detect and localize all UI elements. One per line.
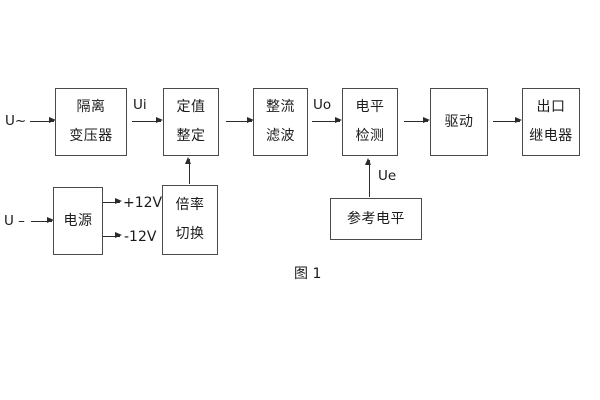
arrow-right-dc-input [31, 217, 54, 224]
input-label-ac: U~ [5, 113, 27, 129]
block-label: 倍率 [175, 197, 205, 213]
arrow-right-minus12v [103, 232, 122, 239]
block-isolation-transformer: 隔离 变压器 [55, 88, 127, 156]
signal-label-ue: Ue [378, 168, 397, 184]
arrow-right-plus12v [103, 198, 122, 205]
arrow-right-uo [312, 117, 342, 124]
input-label-dc: U – [4, 213, 25, 229]
block-drive: 驱动 [430, 88, 488, 156]
block-label: 检测 [355, 128, 385, 144]
block-label: 电平 [355, 99, 385, 115]
block-power-supply: 电源 [53, 187, 103, 255]
block-output-relay: 出口 继电器 [522, 88, 580, 156]
block-label: 变压器 [69, 128, 113, 144]
arrow-right-drive-to-relay [493, 117, 522, 124]
signal-label-plus12v: +12V [123, 195, 163, 211]
signal-label-uo: Uo [313, 97, 332, 113]
arrow-right-setting-to-rectifier [226, 117, 254, 124]
arrow-right-level-to-drive [404, 117, 430, 124]
block-setting-adjust: 定值 整定 [163, 88, 219, 156]
block-label: 继电器 [529, 128, 573, 144]
block-label: 整定 [176, 128, 206, 144]
block-label: 电源 [63, 212, 93, 229]
figure-caption: 图 1 [294, 266, 322, 282]
block-ratio-switch: 倍率 切换 [162, 185, 218, 255]
block-label: 出口 [536, 99, 566, 115]
arrow-up-reference-to-level [365, 158, 372, 197]
block-label: 定值 [176, 99, 206, 115]
block-label: 切换 [175, 226, 205, 242]
signal-label-ui: Ui [133, 97, 147, 113]
block-label: 整流 [266, 99, 295, 115]
block-level-detect: 电平 检测 [342, 88, 398, 156]
arrow-up-ratio-to-setting [185, 157, 192, 184]
arrow-right-ac-input [30, 117, 56, 124]
block-label: 滤波 [266, 128, 295, 144]
block-rectifier-filter: 整流 滤波 [253, 88, 308, 156]
signal-label-minus12v: -12V [124, 229, 157, 245]
arrow-right-ui [132, 117, 163, 124]
block-label: 隔离 [76, 99, 106, 115]
block-reference-level: 参考电平 [330, 198, 422, 240]
block-label: 参考电平 [347, 210, 405, 227]
block-label: 驱动 [444, 113, 474, 130]
